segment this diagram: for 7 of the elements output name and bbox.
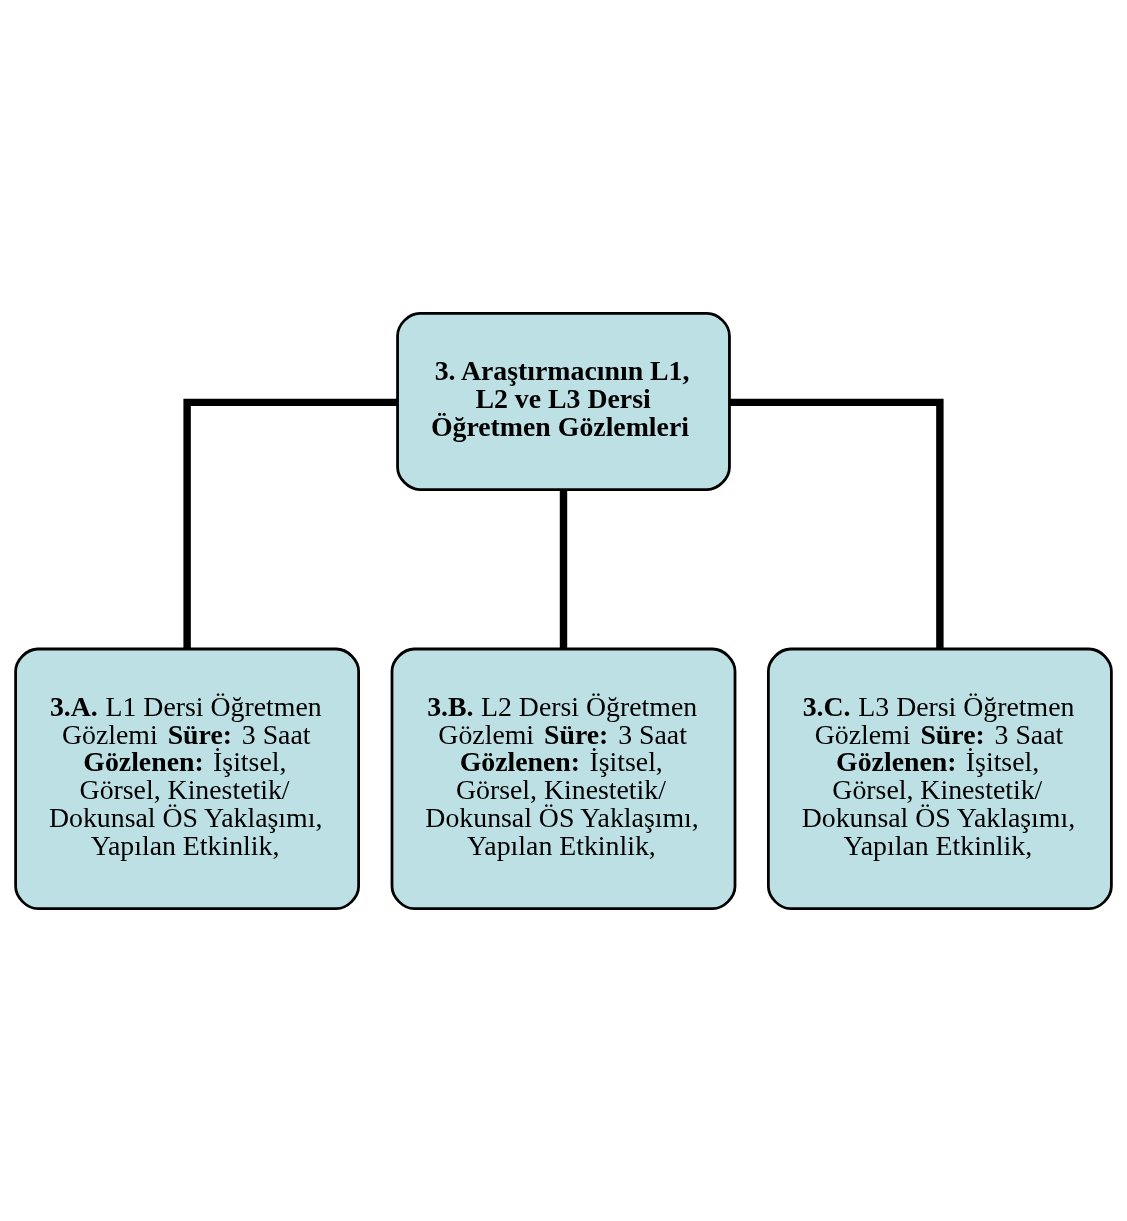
node-box: 3.C. L3 Dersi Öğretmen Gözlemi Süre: 3 Saat Gözlenen: İşitsel, Görsel, Kinestetik/ Dokunsal ÖS Yaklaşımı, Yapılan Etkinlik, [767, 647, 1113, 910]
node-box: 3. Araştırmacının L1, L2 ve L3 Dersi Öğretmen Gözlemleri [396, 311, 731, 491]
connector [559, 489, 568, 649]
connector [183, 398, 398, 649]
node-box: 3.B. L2 Dersi Öğretmen Gözlemi Süre: 3 Saat Gözlenen: İşitsel, Görsel, Kinestetik/ Dokunsal ÖS Yaklaşımı, Yapılan Etkinlik, [390, 647, 737, 910]
connector [729, 398, 944, 649]
node-box: 3.A. L1 Dersi Öğretmen Gözlemi Süre: 3 Saat Gözlenen: İşitsel, Görsel, Kinestetik/ Dokunsal ÖS Yaklaşımı, Yapılan Etkinlik, [14, 647, 360, 910]
